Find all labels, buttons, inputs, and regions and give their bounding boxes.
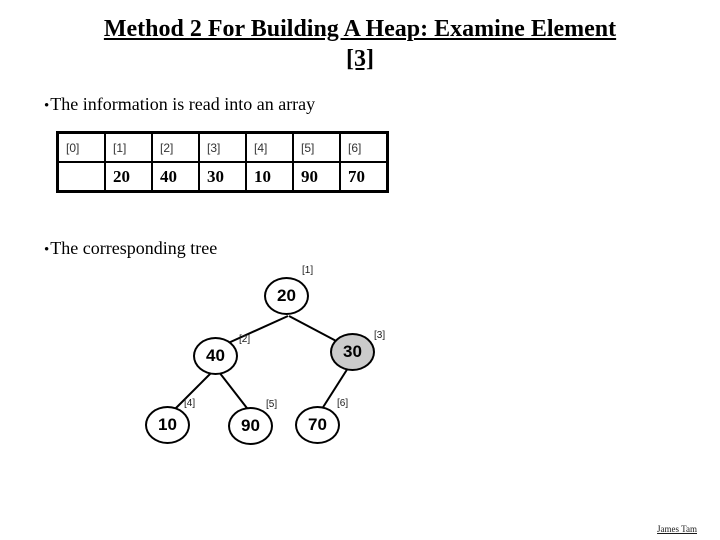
array-value-cell: 30 bbox=[198, 161, 247, 193]
tree-node-2-value: 40 bbox=[206, 346, 225, 365]
tree-node-3: 30 bbox=[330, 333, 375, 371]
bullet-marker: • bbox=[44, 98, 50, 114]
array-value-cell: 70 bbox=[339, 161, 389, 193]
tree-node-2-index-label: [2] bbox=[239, 334, 251, 345]
tree-node-4-value: 10 bbox=[158, 415, 177, 434]
bullet-tree-label: The corresponding tree bbox=[50, 238, 218, 258]
tree-node-3-value: 30 bbox=[343, 342, 362, 361]
tree-node-2: 40 bbox=[193, 337, 238, 375]
tree-edge-1-3 bbox=[288, 315, 341, 344]
tree-node-6-value: 70 bbox=[308, 415, 327, 434]
tree-node-5: 90 bbox=[228, 407, 273, 445]
array-header-cell: [0] bbox=[56, 131, 106, 163]
array-header-cell: [1] bbox=[104, 131, 153, 163]
tree-node-4: 10 bbox=[145, 406, 190, 444]
array-header-cell: [2] bbox=[151, 131, 200, 163]
tree-edge-1-2 bbox=[225, 315, 289, 345]
tree-node-5-value: 90 bbox=[241, 416, 260, 435]
tree-node-1-index-label: [1] bbox=[302, 265, 314, 276]
tree-node-5-index-label: [5] bbox=[266, 399, 278, 410]
array-table: [0] [1] [2] [3] [4] [5] [6] 20 40 30 10 … bbox=[56, 131, 389, 193]
array-value-cell: 90 bbox=[292, 161, 341, 193]
array-value-cell: 20 bbox=[104, 161, 153, 193]
slide-title: Method 2 For Building A Heap: Examine El… bbox=[0, 14, 720, 74]
array-header-cell: [4] bbox=[245, 131, 294, 163]
array-table-header-row: [0] [1] [2] [3] [4] [5] [6] bbox=[56, 131, 389, 163]
array-header-cell: [3] bbox=[198, 131, 247, 163]
bullet-tree-text: •The corresponding tree bbox=[44, 238, 217, 259]
tree-node-3-index-label: [3] bbox=[374, 330, 386, 341]
bullet-marker: • bbox=[44, 242, 50, 258]
tree-node-6-index-label: [6] bbox=[337, 398, 349, 409]
tree-node-1-value: 20 bbox=[277, 286, 296, 305]
tree-node-1: 20 bbox=[264, 277, 309, 315]
array-header-cell: [5] bbox=[292, 131, 341, 163]
array-table-value-row: 20 40 30 10 90 70 bbox=[56, 161, 389, 193]
array-value-cell: 40 bbox=[151, 161, 200, 193]
array-header-cell: [6] bbox=[339, 131, 389, 163]
bullet-array-text: •The information is read into an array bbox=[44, 94, 315, 115]
bullet-array-label: The information is read into an array bbox=[50, 94, 316, 114]
slide-title-line2: [3] bbox=[346, 46, 374, 72]
array-value-cell bbox=[56, 161, 106, 193]
tree-edge-2-5 bbox=[218, 371, 251, 413]
author-credit: James Tam bbox=[657, 524, 697, 534]
tree-node-6: 70 bbox=[295, 406, 340, 444]
tree-node-4-index-label: [4] bbox=[184, 398, 196, 409]
array-value-cell: 10 bbox=[245, 161, 294, 193]
slide-title-line1: Method 2 For Building A Heap: Examine El… bbox=[103, 16, 617, 42]
